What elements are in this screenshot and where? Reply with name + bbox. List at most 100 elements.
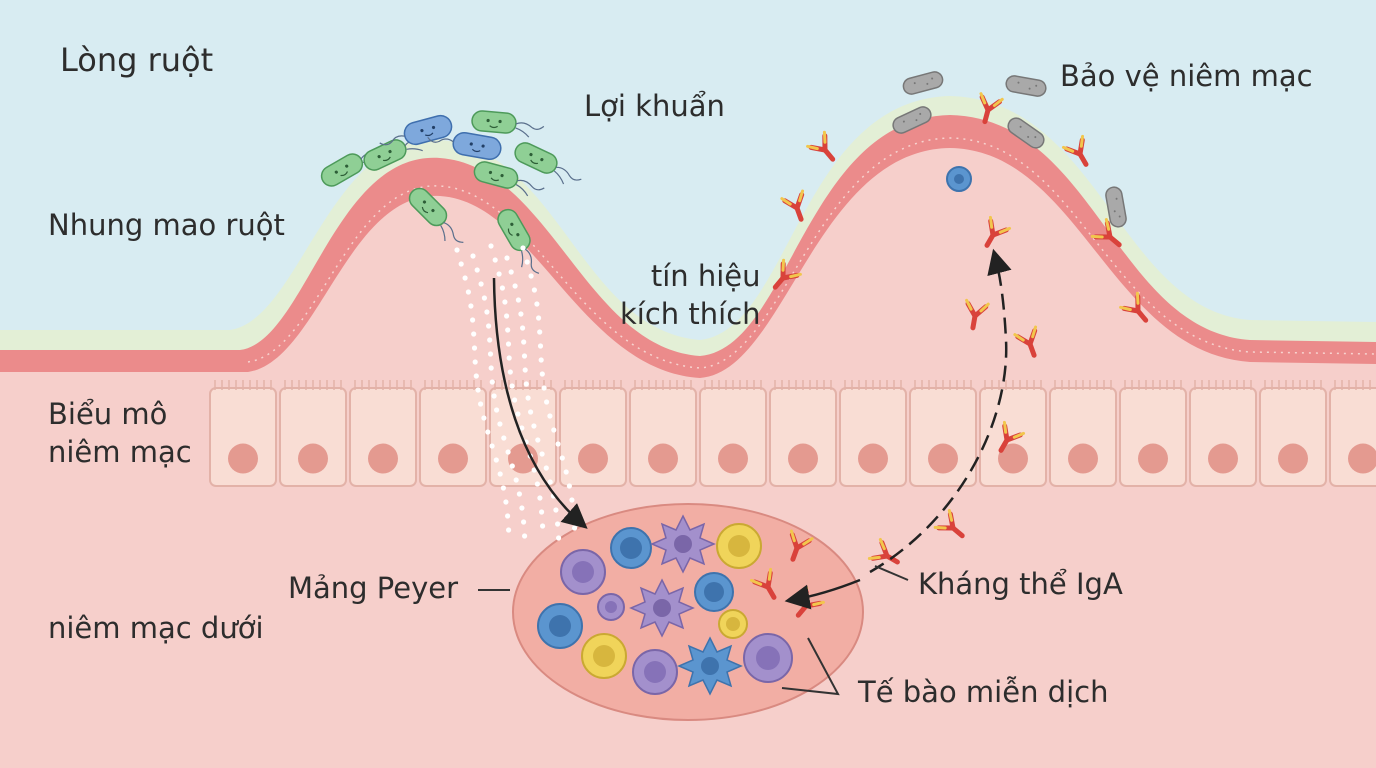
- cell-nucleus: [368, 443, 398, 474]
- iga-arrow: [869, 248, 1012, 574]
- signal-dot: [489, 379, 495, 385]
- signal-dot: [538, 357, 544, 363]
- epithelium-label-line2: niêm mạc: [48, 434, 192, 469]
- signal-dot: [518, 311, 524, 317]
- lumen-label: Lòng ruột: [60, 41, 214, 79]
- signal-dot: [471, 331, 477, 337]
- signal-dot: [485, 429, 491, 435]
- iga-leader: [874, 565, 909, 581]
- signal-dot: [543, 465, 549, 471]
- signal-dot: [484, 309, 490, 315]
- cell-nucleus: [1138, 443, 1168, 474]
- villus-label: Nhung mao ruột: [48, 208, 285, 242]
- signal-dot: [470, 253, 476, 259]
- peyer-label: Mảng Peyer: [288, 571, 459, 605]
- signal-dot: [534, 301, 540, 307]
- immune-cells-leader: [781, 637, 840, 696]
- cell-nucleus: [788, 443, 818, 474]
- cell-nucleus: [438, 443, 468, 474]
- signal-dot: [556, 535, 562, 541]
- signal-dot: [536, 315, 542, 321]
- signal-dot: [516, 491, 523, 497]
- signal-dot: [515, 411, 521, 417]
- signal-dot: [553, 507, 559, 513]
- signal-dot: [505, 341, 512, 347]
- signal-dot: [471, 345, 478, 351]
- signal-dot: [569, 497, 575, 503]
- villus-immune-cell: [946, 166, 972, 192]
- signal-dot: [462, 275, 468, 281]
- signal-dot: [511, 397, 518, 403]
- signal-dot: [505, 327, 511, 333]
- signal-dot: [504, 313, 510, 319]
- signal-dot: [539, 371, 545, 377]
- cell-nucleus: [1208, 443, 1238, 474]
- signal-dot: [515, 297, 522, 303]
- cell-nucleus: [648, 443, 678, 474]
- signal-dot: [488, 243, 494, 249]
- beneficial-bacteria-label: Lợi khuẩn: [584, 89, 725, 123]
- signal-dot: [520, 245, 526, 251]
- cell-nucleus: [228, 443, 258, 474]
- signal-dot: [537, 329, 543, 335]
- signal-dot: [506, 527, 512, 533]
- signal-arrow: [492, 277, 588, 529]
- signal-dot: [473, 373, 479, 379]
- signal-dot: [566, 483, 573, 489]
- signal-dot: [505, 449, 511, 455]
- signal-dot: [520, 325, 526, 331]
- signal-dot: [481, 415, 487, 421]
- signal-dot: [528, 409, 534, 415]
- signal-dot: [531, 423, 537, 429]
- signal-dot: [505, 513, 511, 519]
- epithelium-label-line1: Biểu mô: [48, 397, 168, 431]
- signal-dot: [508, 269, 514, 275]
- immune-cells: [537, 514, 793, 696]
- signal-dot: [492, 257, 498, 263]
- signal-dot: [521, 519, 527, 525]
- mucosal-protection-label: Bảo vệ niêm mạc: [1060, 59, 1313, 93]
- signal-dot: [458, 261, 464, 267]
- signal-dot: [487, 337, 493, 343]
- signal-dot: [521, 353, 528, 359]
- signal-dot: [502, 299, 508, 305]
- cell-nucleus: [578, 443, 608, 474]
- signal-dot: [541, 385, 547, 391]
- signal-dot: [468, 303, 474, 309]
- signal-dot: [523, 381, 529, 387]
- signal-dot: [551, 427, 557, 433]
- signal-dot: [503, 499, 509, 505]
- signal-dot: [509, 463, 515, 469]
- cell-nucleus: [858, 443, 888, 474]
- cell-nucleus: [1348, 443, 1376, 474]
- signal-dot: [539, 451, 545, 457]
- signal-dot: [487, 351, 494, 357]
- signal-dot: [547, 413, 553, 419]
- signal-dot: [522, 367, 528, 373]
- submucosa-label: niêm mạc dưới: [48, 611, 264, 645]
- signal-dot: [524, 259, 530, 265]
- signal-dot: [501, 435, 507, 441]
- signal-dot: [489, 443, 495, 449]
- cell-nucleus: [718, 443, 748, 474]
- immune-cells-label: Tế bào miễn dịch: [858, 675, 1109, 709]
- stimulus-signal-dots: [454, 243, 578, 541]
- epithelium-label: Biểu mô niêm mạc: [48, 396, 192, 471]
- signal-dot: [497, 471, 503, 477]
- signal-dot: [559, 455, 565, 461]
- signal-dot: [563, 469, 569, 475]
- signal-dot: [521, 339, 527, 345]
- cell-nucleus: [1278, 443, 1308, 474]
- signal-dot: [478, 401, 484, 407]
- signal-dot: [513, 477, 519, 483]
- signal-dot: [494, 407, 500, 413]
- signal-dot: [555, 441, 561, 447]
- iga-inward-arrow: [784, 578, 861, 610]
- signal-dot: [454, 247, 460, 253]
- signal-dot: [496, 271, 502, 277]
- iga-label: Kháng thể IgA: [918, 567, 1123, 601]
- cell-nucleus: [298, 443, 328, 474]
- signal-dot: [493, 457, 499, 463]
- signal-dot: [534, 481, 541, 487]
- signal-dot: [504, 255, 510, 261]
